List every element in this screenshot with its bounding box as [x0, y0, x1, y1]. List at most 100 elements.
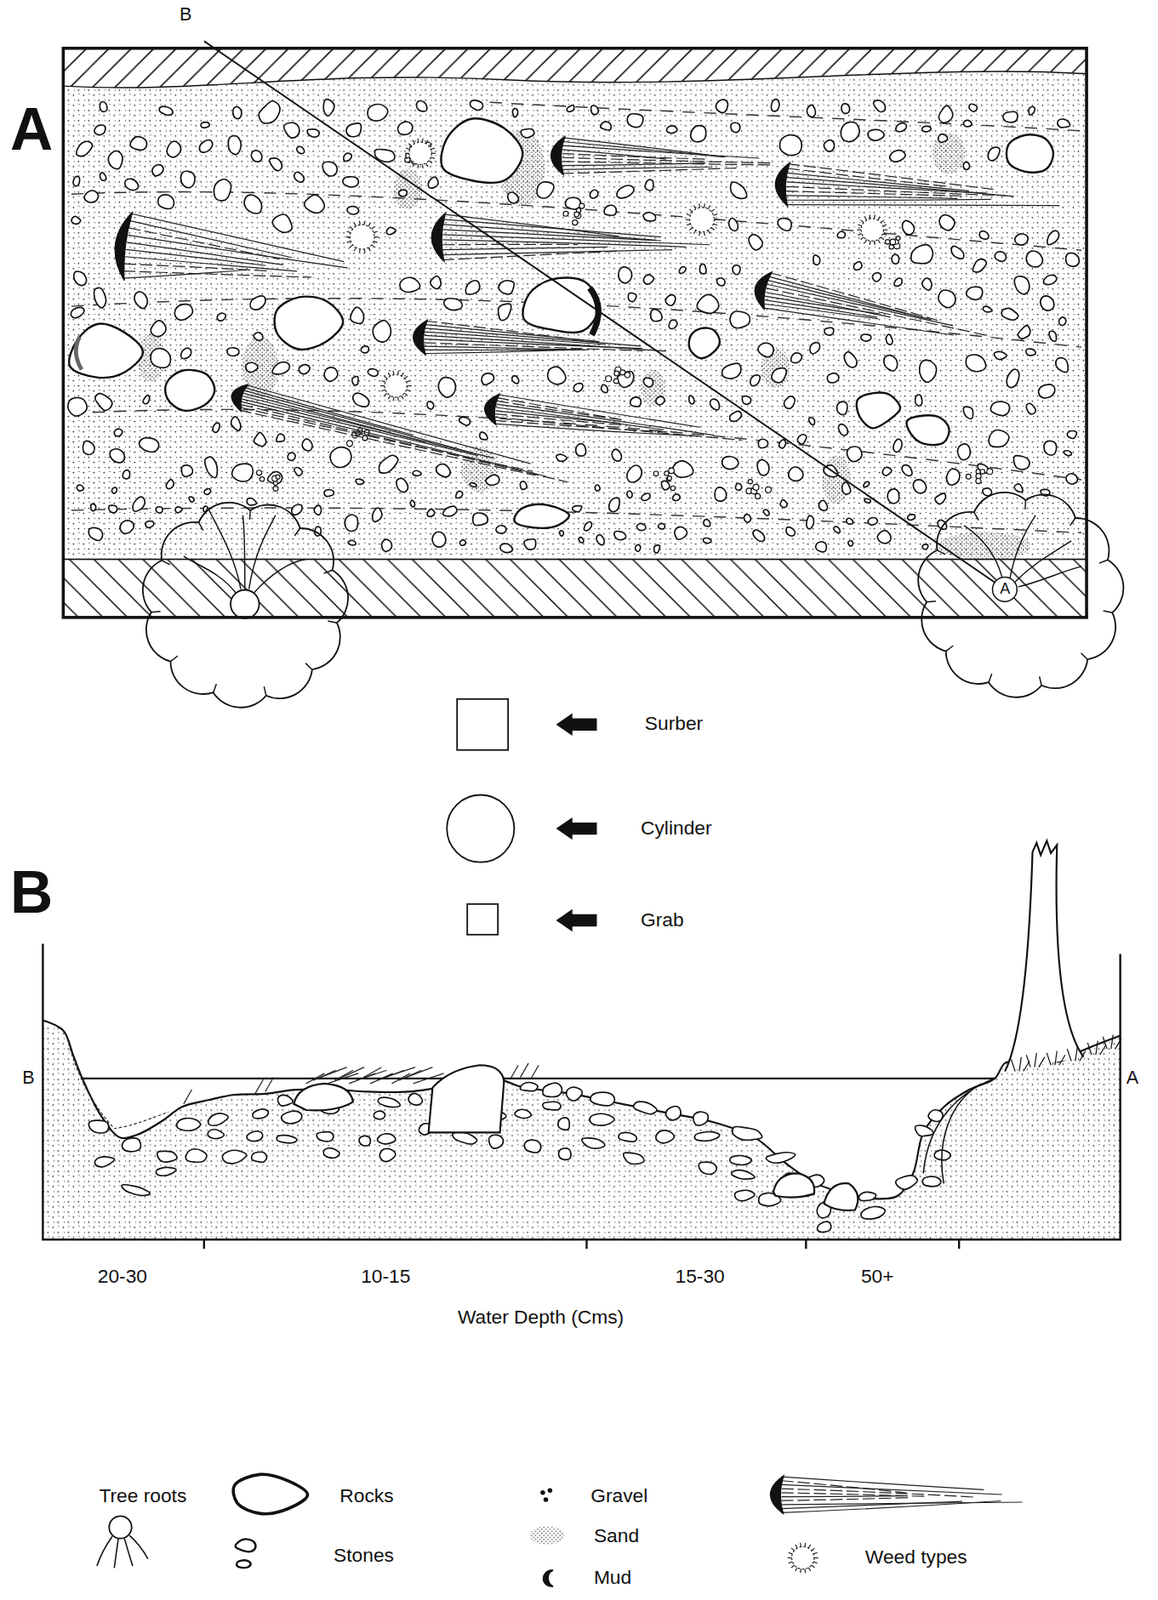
stone-shape — [276, 1135, 297, 1144]
weed-shape — [561, 166, 713, 170]
round-weed — [693, 205, 696, 210]
stone-shape — [730, 122, 741, 132]
gravel-dot — [653, 471, 659, 477]
round-weed — [404, 393, 408, 396]
weed-shape — [239, 407, 533, 472]
stone-shape — [188, 496, 194, 502]
stone-shape — [84, 190, 98, 203]
round-weed — [406, 381, 411, 383]
round-weed — [387, 395, 390, 400]
stone-shape — [965, 354, 986, 372]
stone-shape — [152, 165, 164, 177]
round-weed — [707, 230, 710, 234]
gravel-dot — [362, 435, 368, 441]
gravel-dot — [752, 484, 759, 491]
round-weed — [860, 237, 864, 240]
stone-shape — [1043, 440, 1057, 456]
round-weed — [349, 224, 375, 250]
weed-shape — [231, 384, 248, 412]
stone-shape — [590, 1092, 615, 1107]
round-weed — [689, 227, 693, 230]
weed-shape — [130, 213, 344, 263]
legend-sample — [233, 1474, 308, 1514]
stone-shape — [452, 1132, 478, 1145]
stone-shape — [837, 231, 845, 238]
legend-sample — [456, 699, 597, 751]
legend-sample — [781, 1495, 904, 1498]
round-weed — [428, 160, 433, 164]
stone-shape — [966, 286, 983, 300]
stone-shape — [443, 506, 457, 517]
stone-shape — [848, 541, 854, 548]
stone-shape — [609, 497, 620, 512]
stone-shape — [277, 1095, 293, 1107]
stone-shape — [1028, 106, 1035, 115]
stone-shape — [1055, 358, 1068, 373]
river-bank — [62, 48, 1087, 88]
stone-shape — [205, 456, 218, 479]
stone-shape — [847, 446, 862, 463]
stone-shape — [304, 194, 326, 213]
stone-shape — [416, 101, 428, 112]
stone-shape — [576, 444, 587, 457]
stone-shape — [837, 401, 848, 415]
tree-trunk — [1046, 1050, 1066, 1066]
stone-shape — [777, 218, 792, 231]
tree-root-plan — [1070, 518, 1076, 526]
weed-shape — [768, 280, 932, 320]
weed-shape — [241, 401, 546, 476]
stone-shape — [644, 377, 654, 388]
stone-shape — [276, 433, 286, 442]
gravel-dot — [747, 479, 753, 485]
stone-shape — [469, 483, 477, 488]
stone-shape — [355, 479, 364, 485]
round-weed — [864, 216, 867, 221]
stone-shape — [627, 490, 633, 498]
marker-letter: A — [999, 581, 1010, 599]
stone-shape — [498, 280, 514, 295]
stone-shape — [1059, 317, 1067, 326]
weed-shape — [785, 199, 992, 200]
weed-shape — [495, 416, 742, 440]
weed-shape — [126, 242, 284, 266]
tree-root-plan — [199, 522, 204, 531]
legend-sample — [235, 1539, 257, 1552]
stone-shape — [212, 422, 220, 433]
legend-sample — [540, 1488, 553, 1503]
stone-shape — [674, 526, 688, 540]
stone-shape — [786, 527, 795, 537]
legend-sample — [792, 1546, 815, 1569]
stone-shape — [307, 129, 320, 137]
weed-shape — [765, 291, 891, 317]
stone-shape — [372, 507, 383, 522]
stone-shape — [840, 121, 860, 142]
round-weed — [430, 157, 435, 160]
legend-sample — [543, 1570, 554, 1587]
gravel-dot — [405, 157, 411, 163]
stone-shape — [134, 291, 148, 309]
stone-shape — [145, 521, 155, 529]
stone-shape — [207, 1129, 224, 1140]
round-weed — [346, 236, 351, 238]
axis-title: Water Depth (Cms) — [457, 1307, 624, 1330]
round-weed — [869, 214, 872, 219]
gravel-dot — [572, 220, 578, 226]
stone-shape — [520, 128, 535, 137]
stone-shape — [313, 505, 321, 516]
stone-shape — [157, 1151, 177, 1163]
stone-shape — [668, 319, 678, 329]
stone-shape — [722, 456, 739, 470]
round-weed — [371, 226, 376, 229]
stone-shape — [396, 478, 408, 492]
weed-shape — [431, 212, 445, 262]
weed-shape — [561, 168, 737, 174]
stone-shape — [589, 189, 598, 199]
stone-shape — [963, 119, 971, 126]
gravel-dot — [579, 203, 585, 209]
stone-shape — [268, 471, 283, 484]
round-weed — [373, 231, 378, 234]
tree-trunk — [1087, 1040, 1107, 1056]
stone-shape — [730, 1156, 752, 1166]
tree-root-plan — [327, 621, 337, 623]
weed-shape — [243, 396, 495, 459]
